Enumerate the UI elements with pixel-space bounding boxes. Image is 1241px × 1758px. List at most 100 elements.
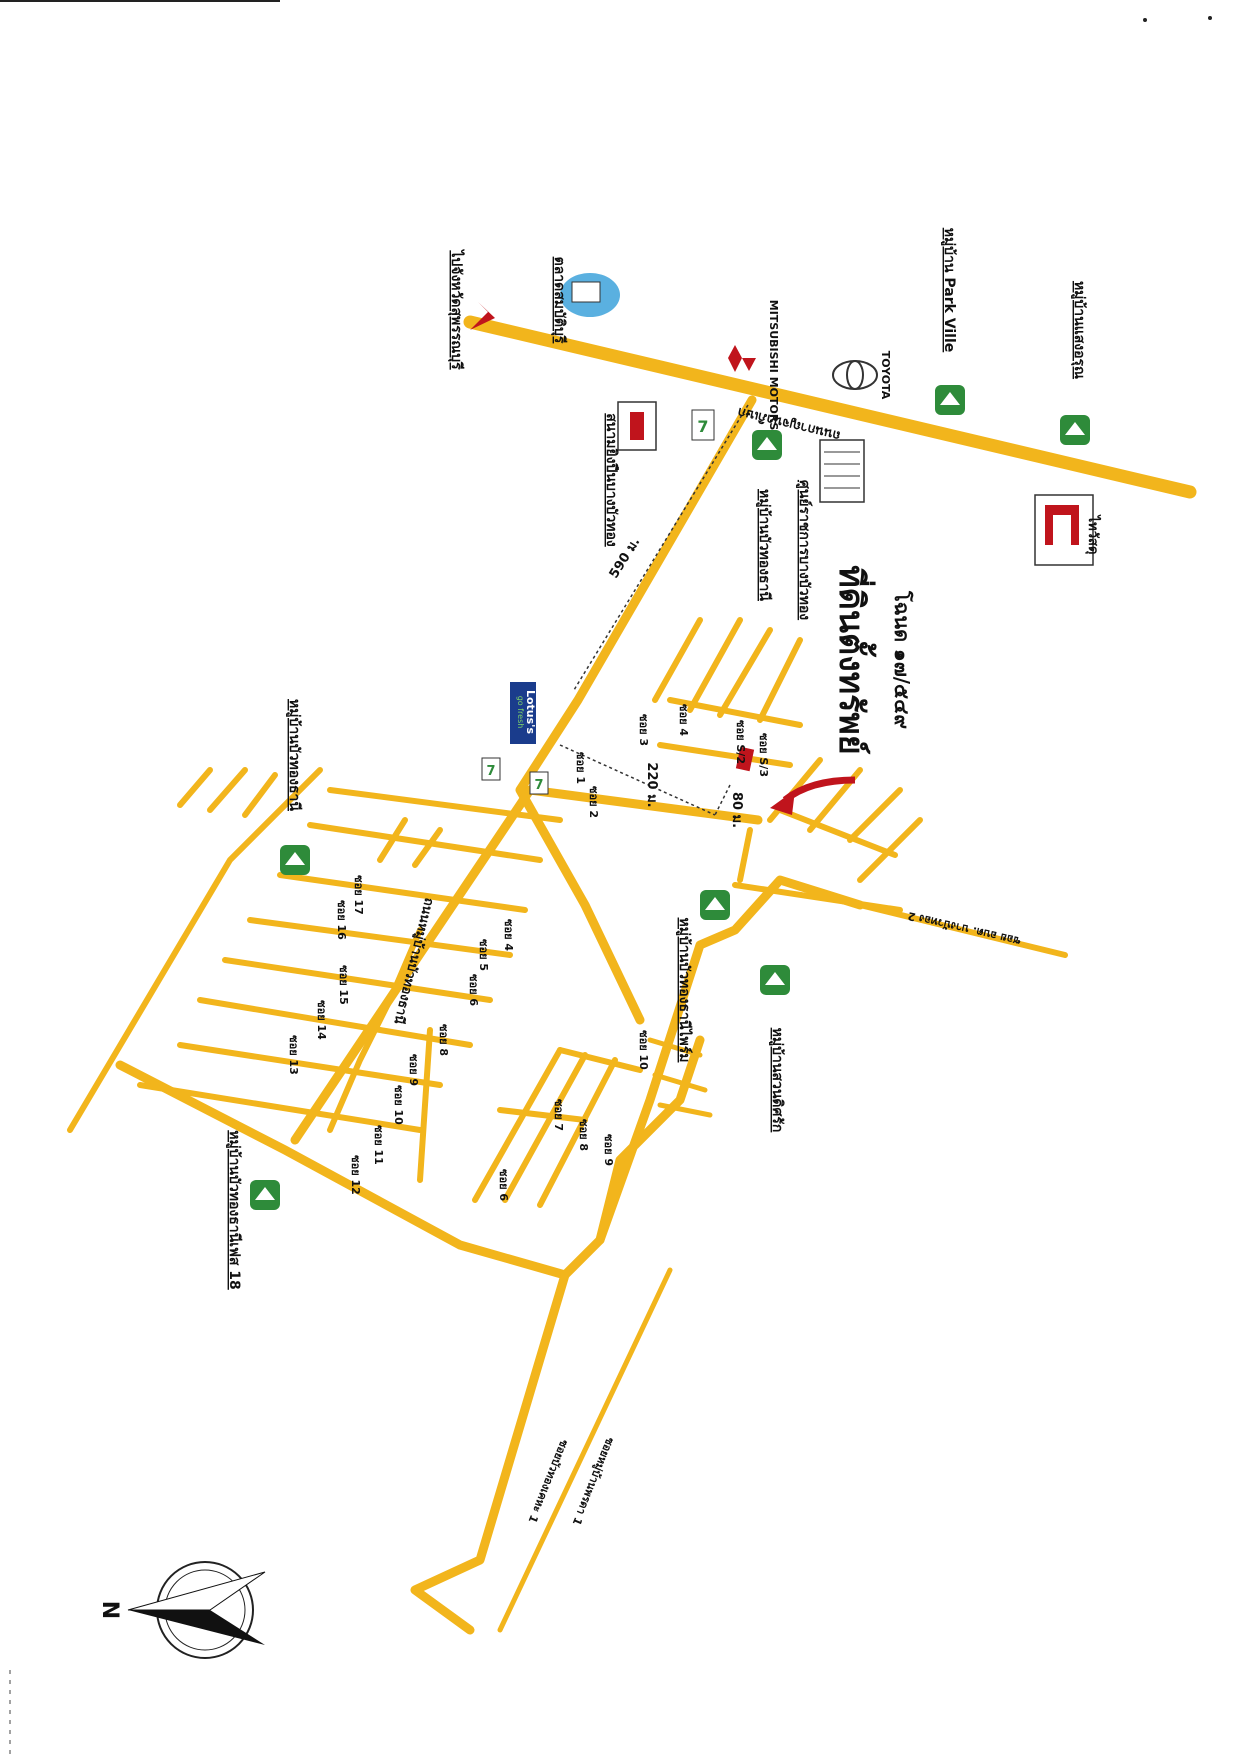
highway-arrow-icon [470, 302, 495, 330]
destination-title: ที่ดินตั้งทรัพย์ [831, 565, 877, 754]
north-letter: N [97, 1601, 122, 1619]
right-grid-11 [857, 817, 923, 883]
cross-stub-3 [657, 1102, 713, 1118]
grid-road-7 [177, 1042, 443, 1088]
soi-label: ซอย 17 [352, 875, 365, 915]
soi-label: ซอย 13 [287, 1035, 300, 1075]
soi-label: ซอย 12 [349, 1155, 362, 1195]
right-grid-2 [687, 617, 743, 713]
north-compass: N [97, 1561, 266, 1659]
stub-5 [412, 827, 443, 868]
right-grid-5 [667, 697, 803, 728]
landmark-thaiwatsadu: ไทวัสดุ [1034, 494, 1102, 566]
mitsubishi-label: MITSUBISHI MOTORS [767, 300, 780, 431]
seven-label: 7 [534, 778, 543, 793]
stub-1 [177, 767, 213, 808]
mitsubishi-logo-icon [728, 345, 756, 372]
soi-label: ซอย 10 [392, 1085, 405, 1125]
village-label: หมู่บ้านบัวทองธานี [286, 699, 302, 811]
main-highway-road [463, 315, 1197, 499]
grid-road-1 [327, 787, 563, 823]
market-label: ตลาดสมบัติบุรี [551, 257, 567, 344]
target-arrow-head [770, 790, 795, 815]
soi-2-road [525, 785, 763, 825]
grid-vertical-1 [327, 927, 423, 1133]
seven-label: 7 [486, 764, 495, 779]
seven-eleven-icon [691, 409, 715, 441]
soi-label: ซอย 4 [502, 919, 515, 951]
right-grid-4 [757, 637, 803, 723]
soi-label: ซอย 9 [407, 1054, 420, 1086]
lower-parallel-road [497, 1267, 673, 1633]
road-network [67, 315, 1197, 1635]
landmark-market: ตลาดสมบัติบุรี [551, 257, 620, 344]
destination-marker: ที่ดินตั้งทรัพย์ โฉนด ๑๗/๕๔๙ [735, 565, 914, 815]
mid-grid-4 [557, 1047, 643, 1073]
soi-label: ซอย 4 [677, 704, 690, 736]
grid-road-3 [277, 872, 528, 913]
village-label: หมู่บ้านสวนดิศรัก [769, 1028, 785, 1133]
soi-label: ซอย 10 [637, 1030, 650, 1070]
landmark-seven-eleven-1: 7 [691, 409, 715, 441]
landmark-seven-eleven-2: 7 [481, 757, 501, 781]
mid-grid-3 [537, 1057, 618, 1208]
soi-obt-road [857, 902, 1068, 958]
lotus-sub-label: go fresh [516, 696, 525, 729]
soi-s3-label: ซอย S/3 [757, 733, 770, 777]
soi-label: ซอย 1 [574, 752, 587, 784]
route-590-dotted [573, 404, 749, 691]
mid-grid-1 [472, 1047, 563, 1203]
landmark-gov: ศูนย์ราชการบางบัวทอง [796, 439, 865, 620]
destination-subtitle: โฉนด ๑๗/๕๔๙ [890, 590, 914, 729]
seven-eleven-icon [481, 757, 501, 781]
grid-road-6 [197, 997, 473, 1048]
road-label-r2: ซอยหมู่บ้านพรดา 1 [569, 1435, 617, 1527]
right-grid-7 [777, 807, 898, 858]
soi-label: ซอย 5 [477, 939, 490, 971]
soi-label: ซอย 6 [497, 1169, 510, 1201]
route-220-dotted [559, 744, 716, 816]
stub-2 [207, 767, 248, 813]
village-icon [752, 430, 782, 460]
soi-label: ซอย 3 [637, 714, 650, 746]
village-icon [935, 385, 965, 415]
lotus-label: Lotus's [524, 690, 537, 735]
scan-dot [1143, 18, 1147, 22]
cross-stub-1 [647, 1037, 703, 1058]
landmark-toyota: TOYOTA [832, 351, 892, 400]
toyota-logo-icon [832, 360, 878, 390]
soi-label: ซอย 16 [335, 900, 348, 940]
scan-dot [1208, 16, 1212, 20]
village-label: หมู่บ้าน Park Ville [941, 228, 957, 353]
gov-label: ศูนย์ราชการบางบัวทอง [796, 480, 813, 620]
soi-label: ซอย 11 [372, 1125, 385, 1165]
village-icon [280, 845, 310, 875]
soi-label: ซอย 7 [552, 1099, 565, 1131]
village-icon [700, 890, 730, 920]
road-label-r3: ซอย อบต. บางบัวทอง 2 [906, 909, 1021, 948]
seven-label: 7 [697, 417, 708, 436]
distance-220-label: 220 ม. [644, 762, 659, 807]
grid-vertical-2 [417, 1027, 433, 1183]
right-grid-6 [657, 742, 793, 768]
right-grid-1 [652, 617, 703, 703]
landmark-mitsubishi: MITSUBISHI MOTORS [728, 300, 780, 431]
stub-3 [242, 772, 278, 818]
village-label: หมู่บ้านบัวทองธานีเฟส 18 [226, 1130, 242, 1290]
soi-s2-label: ซอย S/2 [734, 720, 747, 764]
grid-road-8 [137, 1082, 423, 1133]
landmark-seven-eleven-3: 7 [529, 771, 549, 795]
village-label: หมู่บ้านบัวทองธานีไพร์ม [676, 918, 694, 1063]
road-label-r1: ซอยบัวทองเคหะ 1 [526, 1438, 571, 1525]
village-main-street [290, 785, 535, 1145]
to-city-label: ไปจังหวัดสุพรรณบุรี [448, 248, 466, 370]
right-grid-12 [737, 827, 753, 883]
right-grid-10 [847, 787, 903, 843]
mid-grid-5 [497, 1107, 588, 1123]
grid-road-5 [222, 957, 493, 1003]
soi-label: ซอย 8 [437, 1024, 450, 1056]
soi-label: ซอย 8 [577, 1119, 590, 1151]
village-label: หมู่บ้านแสงอรุณ [1071, 281, 1087, 379]
